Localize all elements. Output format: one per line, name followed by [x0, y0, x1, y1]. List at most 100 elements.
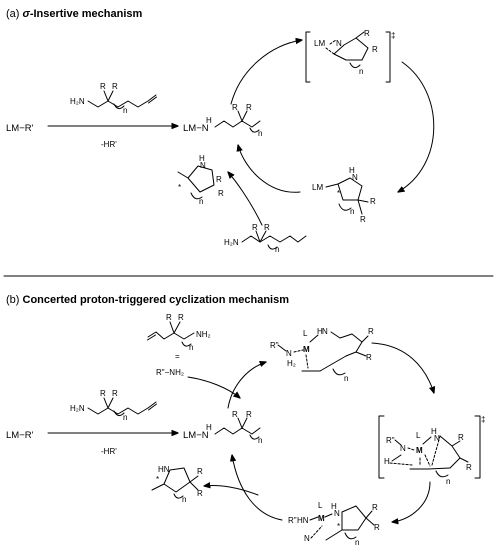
svg-text:R: R — [466, 463, 472, 472]
svg-text:M: M — [416, 446, 423, 455]
panel-b-pyrrolidine-product: HN * R R n — [151, 465, 203, 504]
svg-text:R: R — [197, 467, 203, 476]
svg-text:*: * — [337, 189, 340, 198]
panel-b-arrow-amine-in — [187, 376, 240, 398]
svg-text:*: * — [178, 183, 181, 192]
svg-text:R: R — [218, 189, 224, 198]
svg-text:R: R — [264, 223, 270, 232]
svg-text:LM−N: LM−N — [183, 430, 209, 441]
svg-text:L: L — [416, 431, 421, 440]
svg-text:R: R — [112, 82, 118, 91]
svg-text:M: M — [318, 514, 325, 523]
svg-text:R: R — [252, 223, 258, 232]
panel-a-title: (a) σ-Insertive mechanism — [6, 8, 143, 20]
svg-text:n: n — [355, 538, 359, 547]
svg-text:LM: LM — [314, 39, 325, 48]
svg-text:N: N — [336, 39, 342, 48]
svg-text:N: N — [322, 327, 328, 336]
svg-text:R: R — [360, 215, 366, 224]
panel-b-arrow-below-label: -HR' — [101, 447, 117, 456]
svg-text:H₂: H₂ — [287, 359, 296, 368]
svg-text:HN: HN — [158, 465, 170, 474]
svg-text:N: N — [304, 534, 310, 543]
panel-a-transition-state: ‡ LM N R R n — [305, 29, 395, 83]
svg-text:n: n — [275, 245, 279, 254]
svg-text:NH₂: NH₂ — [196, 330, 211, 339]
panel-b-substrate-as-amine: R R NH₂ n = R"−NH₂ — [147, 313, 211, 377]
generic-amine-label: R"−NH₂ — [156, 368, 184, 377]
svg-text:H: H — [431, 427, 437, 436]
panel-b-cycle-arrow-4 — [232, 455, 283, 521]
svg-text:*: * — [337, 522, 340, 531]
panel-a: (a) σ-Insertive mechanism LM−R' -HR' H₂N… — [6, 8, 435, 254]
svg-text:LM−N: LM−N — [183, 123, 209, 134]
svg-text:‡: ‡ — [391, 31, 395, 40]
svg-text:n: n — [189, 343, 193, 352]
svg-text:M: M — [303, 345, 310, 354]
panel-a-pyrrolidine-product: H N R R n * — [177, 154, 224, 206]
panel-a-reactant-lm-r: LM−R' — [6, 123, 34, 134]
svg-text:*: * — [156, 475, 159, 484]
svg-text:R: R — [372, 503, 378, 512]
svg-text:R": R" — [270, 341, 279, 350]
svg-text:H: H — [199, 154, 205, 163]
panel-b-cycle-arrow-3 — [392, 481, 431, 522]
svg-text:H: H — [349, 166, 355, 175]
svg-text:H: H — [206, 423, 212, 432]
svg-text:H₂N: H₂N — [224, 238, 239, 247]
svg-text:‡: ‡ — [481, 415, 485, 424]
svg-text:R: R — [368, 327, 374, 336]
svg-text:n: n — [446, 477, 450, 486]
svg-text:L: L — [303, 329, 308, 338]
svg-text:R: R — [232, 410, 238, 419]
panel-b-alkyl-amido-complex: R" HN L M H N R R N * n — [288, 501, 380, 547]
svg-text:N: N — [434, 434, 440, 443]
svg-text:H: H — [331, 502, 337, 511]
svg-text:R": R" — [288, 516, 297, 525]
svg-text:N: N — [352, 173, 358, 182]
svg-text:n: n — [359, 67, 363, 76]
panel-b: (b) Concerted proton-triggered cyclizati… — [6, 294, 485, 547]
panel-a-aminoalkene-substrate: H₂N R R n — [70, 82, 157, 115]
svg-text:n: n — [199, 197, 203, 206]
panel-b-arrow-product-out — [204, 485, 259, 496]
panel-a-cycle-arrow-3 — [238, 145, 301, 193]
svg-text:n: n — [344, 374, 348, 383]
svg-text:N: N — [334, 509, 340, 518]
svg-text:H: H — [206, 116, 212, 125]
panel-b-cycle-arrow-2 — [371, 342, 434, 393]
svg-text:R: R — [372, 45, 378, 54]
svg-text:R: R — [178, 313, 184, 322]
svg-text:R: R — [197, 489, 203, 498]
panel-b-amine-complex: R" N H₂ L M H N R R n — [270, 327, 374, 383]
svg-text:n: n — [350, 207, 354, 216]
panel-a-incoming-substrate: H₂N R R n — [224, 223, 307, 254]
svg-text:R: R — [366, 353, 372, 362]
svg-text:R: R — [166, 313, 172, 322]
panel-b-reactant-lm-r: LM−R' — [6, 430, 34, 441]
svg-text:R: R — [100, 389, 106, 398]
svg-text:H₂N: H₂N — [70, 404, 85, 413]
svg-text:N: N — [200, 161, 206, 170]
svg-text:N: N — [400, 444, 406, 453]
panel-b-title: (b) Concerted proton-triggered cyclizati… — [6, 294, 289, 306]
svg-text:R: R — [100, 82, 106, 91]
svg-text:R: R — [374, 523, 380, 532]
svg-text:R: R — [216, 175, 222, 184]
panel-b-transition-state: ‡ R" N H L M H N R R n — [378, 415, 485, 486]
svg-text:R": R" — [386, 436, 395, 445]
svg-text:L: L — [318, 501, 323, 510]
svg-text:R: R — [370, 197, 376, 206]
panel-a-cycle-arrow-1 — [230, 40, 302, 105]
svg-text:H₂N: H₂N — [70, 97, 85, 106]
svg-text:R: R — [112, 389, 118, 398]
panel-b-metal-amide: LM−N H R R n — [183, 410, 262, 445]
equals-sign: = — [175, 352, 180, 361]
panel-b-aminoalkene-substrate: H₂N R R n — [70, 389, 157, 422]
panel-a-alkyl-intermediate: LM H N * R R n — [312, 166, 376, 224]
svg-text:H: H — [384, 457, 390, 466]
svg-text:n: n — [123, 413, 127, 422]
svg-text:R: R — [364, 29, 370, 38]
svg-text:R: R — [232, 103, 238, 112]
panel-a-cycle-arrow-2 — [398, 61, 435, 192]
